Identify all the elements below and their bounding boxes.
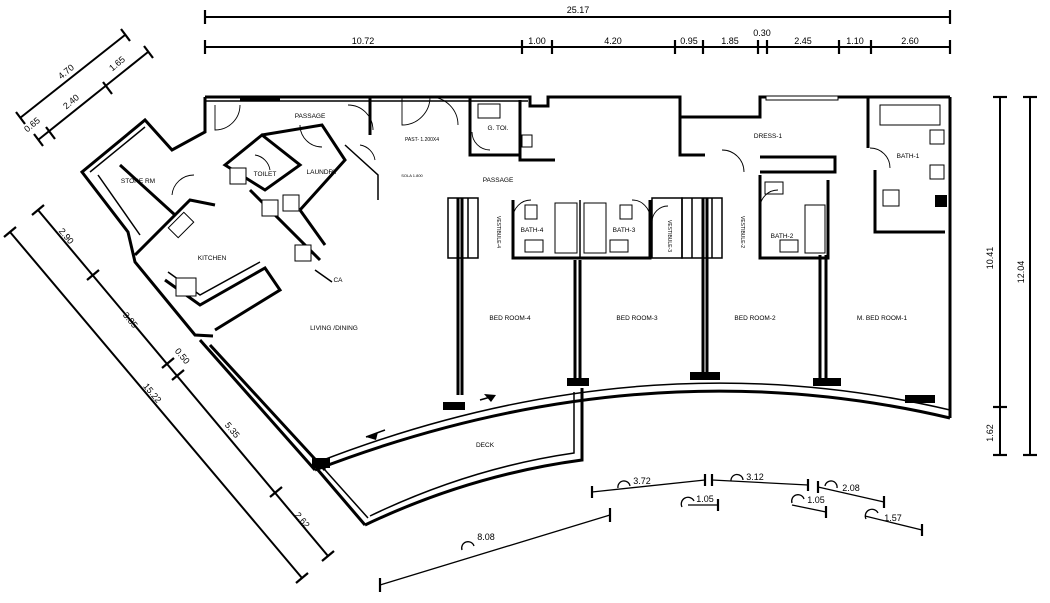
dim-arc-208: 2.08 (842, 483, 860, 493)
arc-dimensions: 8.08 3.72 3.12 2.08 1.05 1.05 1.57 (378, 472, 924, 592)
label-bath-3: BATH-3 (613, 227, 636, 234)
dim-seg-3: 4.20 (604, 36, 622, 46)
curved-facade (312, 372, 951, 472)
dim-diag-left-d: 5.35 (223, 420, 242, 440)
dim-right-total: 12.04 (1016, 261, 1026, 284)
label-master-bedroom-1: M. BED ROOM-1 (857, 315, 908, 322)
label-store-room: STORE RM (121, 178, 155, 185)
label-vestibule-3: VESTIBULE-3 (666, 220, 672, 252)
dim-arc-105a: 1.05 (696, 494, 714, 504)
dim-arc-808: 8.08 (477, 532, 495, 542)
left-diagonal-dimensions: 15.22 2.90 3.85 0.50 5.35 2.62 (3, 204, 335, 584)
label-bedroom-2: BED ROOM-2 (734, 315, 776, 322)
dim-seg-6: 0.30 (753, 28, 771, 38)
label-dress-1: DRESS-1 (754, 133, 783, 140)
dim-diag-left-e: 2.62 (293, 510, 312, 530)
dim-arc-105b: 1.05 (807, 495, 825, 505)
label-ca: CA (333, 277, 343, 284)
dim-arc-312: 3.12 (746, 472, 764, 482)
label-living-dining: LIVING /DINING (310, 325, 358, 332)
dim-diag-top-outer: 4.70 (56, 62, 76, 81)
dim-seg-8: 1.10 (846, 36, 864, 46)
dim-diag-top-a: 0.65 (22, 115, 42, 134)
arrows (365, 394, 496, 440)
dim-arc-372: 3.72 (633, 476, 651, 486)
dim-arc-157: 1.57 (884, 513, 902, 523)
label-deck: DECK (476, 442, 495, 449)
label-laundry: LAUNDRY (307, 169, 339, 176)
label-passage: PASSAGE (483, 177, 514, 184)
top-dimensions: 25.17 10.72 1.00 4.20 0.95 1.85 0.30 2.4… (203, 5, 952, 54)
dim-overall-width: 25.17 (567, 5, 590, 15)
window-top-left (240, 96, 280, 101)
interior-walls (97, 97, 947, 395)
exterior-walls (79, 95, 952, 527)
dim-seg-5: 1.85 (721, 36, 739, 46)
dim-diag-left-c: 0.50 (173, 346, 192, 366)
label-passage-top: PASSAGE (295, 113, 326, 120)
dim-seg-4: 0.95 (680, 36, 698, 46)
label-small-note: SOLA 1.800 (401, 173, 423, 178)
room-labels: PASSAGE PAST- 1.200X4 G. TOI. STORE RM T… (121, 113, 920, 449)
dim-seg-2: 1.00 (528, 36, 546, 46)
dim-seg-9: 2.60 (901, 36, 919, 46)
label-bath-1: BATH-1 (897, 153, 920, 160)
label-bedroom-4: BED ROOM-4 (489, 315, 531, 322)
label-toilet: TOILET (254, 171, 277, 178)
label-bedroom-3: BED ROOM-3 (616, 315, 658, 322)
dim-right-lower: 1.62 (985, 424, 995, 442)
label-g-toilet: G. TOI. (487, 125, 508, 132)
dim-seg-7: 2.45 (794, 36, 812, 46)
label-vestibule-2: VESTIBULE-2 (739, 216, 745, 248)
right-dimensions: 10.41 1.62 12.04 (985, 95, 1037, 457)
label-maid-room: PAST- 1.200X4 (405, 137, 439, 143)
window-top-right (765, 95, 839, 101)
dim-seg-1: 10.72 (352, 36, 375, 46)
label-kitchen: KITCHEN (198, 255, 227, 262)
label-vestibule-4: VESTIBULE-4 (495, 216, 501, 248)
dim-right-upper: 10.41 (985, 247, 995, 270)
label-bath-4: BATH-4 (521, 227, 544, 234)
doors (171, 96, 891, 223)
label-bath-2: BATH-2 (771, 233, 794, 240)
